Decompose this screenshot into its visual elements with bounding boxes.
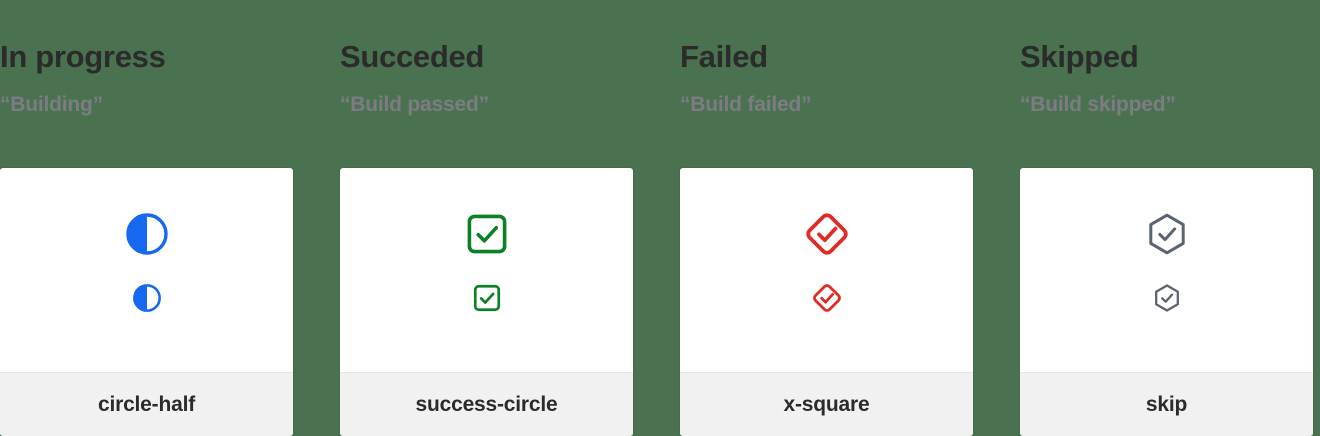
column-subtitle: “Building” (0, 93, 103, 116)
status-column-succeded: Succeded “Build passed” success-circle (340, 0, 680, 436)
circle-half-icon-small (132, 284, 161, 312)
column-heading: Failed (680, 39, 768, 74)
icon-preview-area (0, 168, 293, 372)
icon-card-skip[interactable]: skip (1020, 168, 1313, 436)
column-subtitle: “Build failed” (680, 93, 812, 116)
column-heading: Succeded (340, 39, 485, 74)
icon-card-label: skip (1145, 392, 1188, 416)
status-column-failed: Failed “Build failed” x-square (680, 0, 1020, 436)
icon-card-footer: skip (1020, 372, 1313, 436)
icon-preview-area (1020, 168, 1313, 372)
icon-card-label: x-square (783, 392, 870, 416)
skip-icon-small (1154, 284, 1179, 312)
column-heading: In progress (0, 39, 166, 74)
skip-icon (1148, 213, 1185, 255)
icon-card-footer: circle-half (0, 372, 293, 436)
icon-preview-area (680, 168, 973, 372)
status-column-skipped: Skipped “Build skipped” skip (1020, 0, 1320, 436)
column-subtitle: “Build skipped” (1020, 93, 1176, 116)
icon-card-footer: success-circle (340, 372, 633, 436)
icon-card-label: circle-half (97, 392, 195, 416)
success-circle-icon-small (473, 284, 500, 312)
icon-preview-area (340, 168, 633, 372)
circle-half-icon (125, 213, 168, 255)
column-heading: Skipped (1020, 39, 1139, 74)
icon-card-circle-half[interactable]: circle-half (0, 168, 293, 436)
icon-card-x-square[interactable]: x-square (680, 168, 973, 436)
status-column-in-progress: In progress “Building” circle-half (0, 0, 340, 436)
column-subtitle: “Build passed” (340, 93, 489, 116)
icon-card-success-circle[interactable]: success-circle (340, 168, 633, 436)
icon-card-label: success-circle (415, 392, 558, 416)
icon-card-footer: x-square (680, 372, 973, 436)
x-square-icon-small (812, 284, 841, 312)
success-circle-icon (467, 214, 506, 254)
x-square-icon (805, 213, 848, 255)
